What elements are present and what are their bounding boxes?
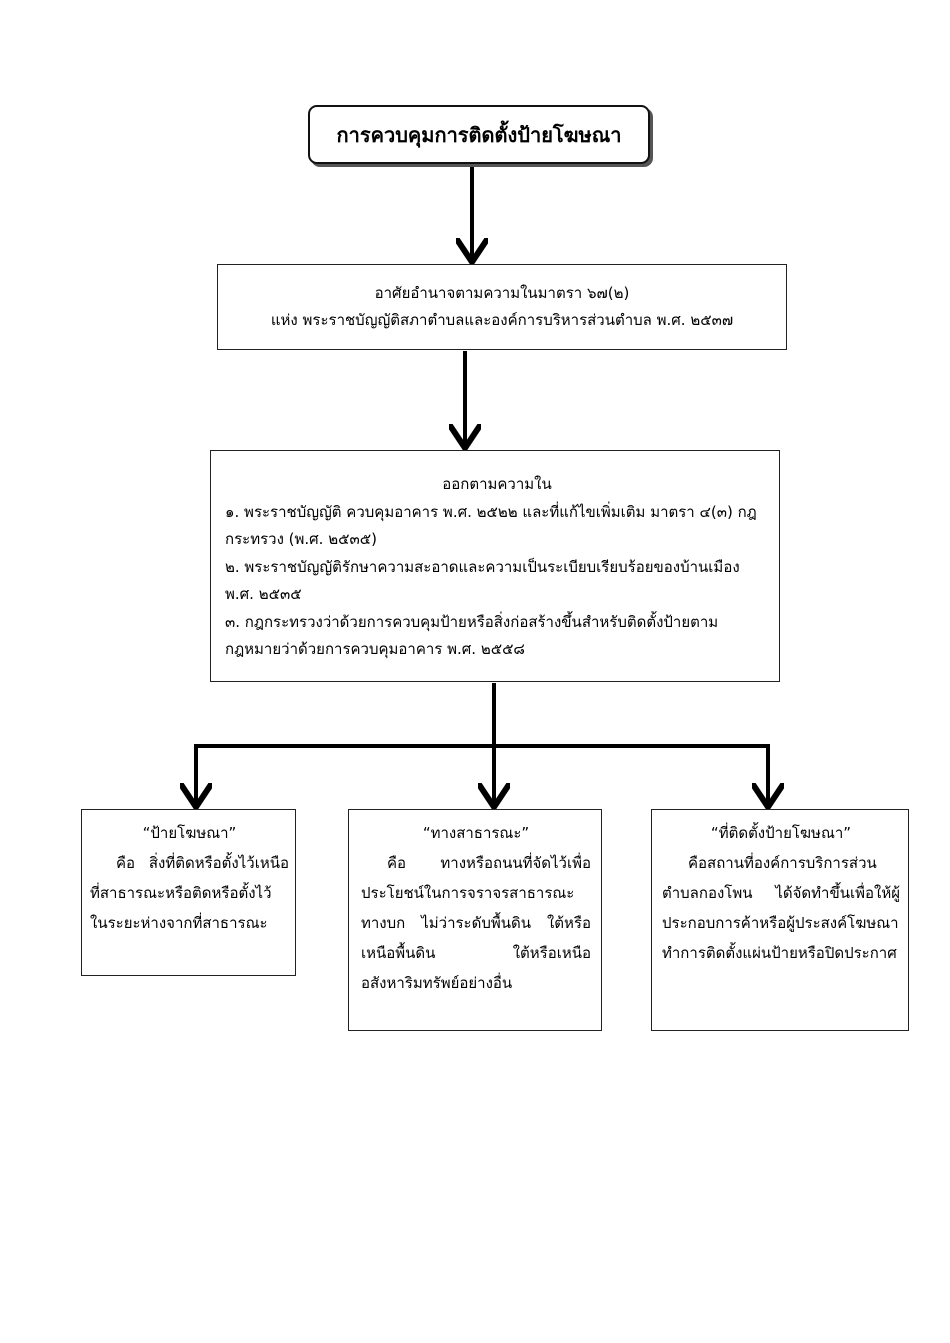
- definition-title: “ทางสาธารณะ”: [422, 824, 530, 842]
- definition-box-advertising-sign: “ป้ายโฆษณา” คือ สิ่งที่ติดหรือตั้งไว้เหน…: [81, 809, 296, 976]
- laws-box: ออกตามความใน ๑. พระราชบัญญัติ ควบคุมอาคา…: [210, 450, 780, 682]
- law-item-2: ๒. พระราชบัญญัติรักษาความสะอาดและความเป็…: [225, 557, 740, 604]
- law-item-1: ๑. พระราชบัญญัติ ควบคุมอาคาร พ.ศ. ๒๕๒๒ แ…: [225, 502, 757, 549]
- definition-title: “ที่ติดตั้งป้ายโฆษณา”: [710, 824, 852, 842]
- definition-body: คือ สิ่งที่ติดหรือตั้งไว้เหนือที่สาธารณะ…: [90, 854, 289, 932]
- definition-box-public-way: “ทางสาธารณะ” คือ ทางหรือถนนที่จัดไว้เพื่…: [348, 809, 602, 1031]
- diagram-title: การควบคุมการติดตั้งป้ายโฆษณา: [336, 122, 622, 147]
- authority-line-1: อาศัยอำนาจตามความในมาตรา ๖๗(๒): [374, 284, 630, 302]
- diagram-title-box: การควบคุมการติดตั้งป้ายโฆษณา: [308, 105, 650, 164]
- law-item-3: ๓. กฎกระทรวงว่าด้วยการควบคุมป้ายหรือสิ่ง…: [225, 612, 719, 659]
- definition-body: คือสถานที่องค์การบริการส่วนตำบลกองโพน ได…: [662, 854, 900, 962]
- authority-box: อาศัยอำนาจตามความในมาตรา ๖๗(๒) แห่ง พระร…: [217, 264, 787, 350]
- laws-heading: ออกตามความใน: [442, 475, 552, 493]
- definition-body: คือ ทางหรือถนนที่จัดไว้เพื่อประโยชน์ในกา…: [361, 854, 591, 992]
- definition-box-sign-installation-site: “ที่ติดตั้งป้ายโฆษณา” คือสถานที่องค์การบ…: [651, 809, 909, 1031]
- authority-line-2: แห่ง พระราชบัญญัติสภาตำบลและองค์การบริหา…: [270, 311, 734, 329]
- definition-title: “ป้ายโฆษณา”: [142, 824, 237, 842]
